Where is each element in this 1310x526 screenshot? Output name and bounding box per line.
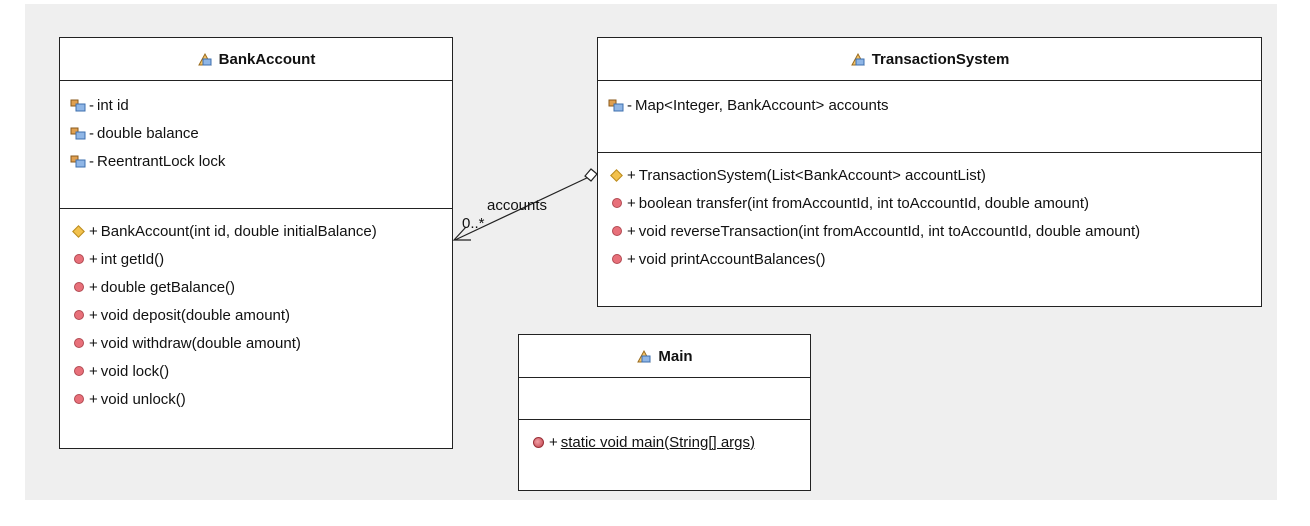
association-role-label: accounts xyxy=(487,197,548,214)
aggregation-diamond xyxy=(584,168,598,182)
method-icon xyxy=(74,310,84,320)
operations-section: + BankAccount(int id, double initialBala… xyxy=(60,209,452,413)
attribute-text: int id xyxy=(97,96,129,114)
attributes-section xyxy=(519,378,810,420)
operations-section: + static void main(String[] args) xyxy=(519,420,810,456)
operation-row[interactable]: + void printAccountBalances() xyxy=(598,245,1261,273)
operation-row[interactable]: + void reverseTransaction(int fromAccoun… xyxy=(598,217,1261,245)
operation-text: void lock() xyxy=(100,362,170,380)
visibility-marker: + xyxy=(89,390,98,408)
attribute-text: double balance xyxy=(97,124,199,142)
operation-text: double getBalance() xyxy=(100,278,236,296)
method-icon xyxy=(612,254,622,264)
visibility-marker: - xyxy=(89,152,94,170)
operation-row[interactable]: + void deposit(double amount) xyxy=(60,301,452,329)
attribute-row[interactable]: - ReentrantLock lock xyxy=(60,147,452,175)
operation-text: void unlock() xyxy=(100,390,186,408)
visibility-marker: + xyxy=(627,166,636,184)
operation-row[interactable]: + TransactionSystem(List<BankAccount> ac… xyxy=(598,161,1261,189)
attributes-section: - int id - double balance - ReentrantLoc… xyxy=(60,81,452,209)
operation-text: TransactionSystem(List<BankAccount> acco… xyxy=(638,166,986,184)
class-main[interactable]: Main + static void main(String[] args) xyxy=(518,334,811,491)
class-transaction-system[interactable]: TransactionSystem - Map<Integer, BankAcc… xyxy=(597,37,1262,307)
operation-text: void printAccountBalances() xyxy=(638,250,826,268)
visibility-marker: + xyxy=(627,194,636,212)
visibility-marker: + xyxy=(89,222,98,240)
visibility-marker: + xyxy=(627,250,636,268)
method-icon xyxy=(612,226,622,236)
visibility-marker: + xyxy=(89,362,98,380)
method-icon xyxy=(74,338,84,348)
operation-row[interactable]: + void withdraw(double amount) xyxy=(60,329,452,357)
visibility-marker: + xyxy=(89,334,98,352)
visibility-marker: + xyxy=(549,433,558,451)
operation-text: void withdraw(double amount) xyxy=(100,334,301,352)
operations-section: + TransactionSystem(List<BankAccount> ac… xyxy=(598,153,1261,273)
visibility-marker: - xyxy=(627,96,632,114)
operation-text: BankAccount(int id, double initialBalanc… xyxy=(100,222,377,240)
operation-text: void deposit(double amount) xyxy=(100,306,291,324)
operation-row[interactable]: + double getBalance() xyxy=(60,273,452,301)
operation-text: int getId() xyxy=(100,250,165,268)
attribute-text: ReentrantLock lock xyxy=(97,152,226,170)
visibility-marker: + xyxy=(89,278,98,296)
visibility-marker: - xyxy=(89,124,94,142)
operation-row[interactable]: + int getId() xyxy=(60,245,452,273)
class-name: BankAccount xyxy=(218,50,316,68)
diagram-canvas: BankAccount - int id - double balance - … xyxy=(25,4,1277,500)
operation-row[interactable]: + boolean transfer(int fromAccountId, in… xyxy=(598,189,1261,217)
attribute-row[interactable]: - double balance xyxy=(60,119,452,147)
visibility-marker: + xyxy=(89,306,98,324)
operation-row[interactable]: + BankAccount(int id, double initialBala… xyxy=(60,217,452,245)
method-icon xyxy=(74,394,84,404)
attribute-row[interactable]: - Map<Integer, BankAccount> accounts xyxy=(598,91,1261,119)
class-header: Main xyxy=(519,335,810,378)
operation-row[interactable]: + void lock() xyxy=(60,357,452,385)
static-method-icon xyxy=(533,436,544,448)
class-bank-account[interactable]: BankAccount - int id - double balance - … xyxy=(59,37,453,449)
method-icon xyxy=(74,366,84,376)
class-name: Main xyxy=(658,347,693,365)
operation-row[interactable]: + void unlock() xyxy=(60,385,452,413)
attribute-row[interactable]: - int id xyxy=(60,91,452,119)
association-connector[interactable] xyxy=(454,175,592,241)
visibility-marker: - xyxy=(89,96,94,114)
association-multiplicity-label: 0..* xyxy=(462,215,485,232)
class-header: TransactionSystem xyxy=(598,38,1261,81)
class-name: TransactionSystem xyxy=(871,50,1010,68)
operation-text: void reverseTransaction(int fromAccountI… xyxy=(638,222,1141,240)
operation-row[interactable]: + static void main(String[] args) xyxy=(519,428,810,456)
attribute-text: Map<Integer, BankAccount> accounts xyxy=(635,96,889,114)
operation-text: static void main(String[] args) xyxy=(560,433,755,451)
attributes-section: - Map<Integer, BankAccount> accounts xyxy=(598,81,1261,153)
operation-text: boolean transfer(int fromAccountId, int … xyxy=(638,194,1090,212)
visibility-marker: + xyxy=(627,222,636,240)
navigation-arrowhead xyxy=(452,226,471,241)
class-header: BankAccount xyxy=(60,38,452,81)
method-icon xyxy=(612,198,622,208)
visibility-marker: + xyxy=(89,250,98,268)
method-icon xyxy=(74,254,84,264)
association-line[interactable] xyxy=(25,4,1277,500)
method-icon xyxy=(74,282,84,292)
